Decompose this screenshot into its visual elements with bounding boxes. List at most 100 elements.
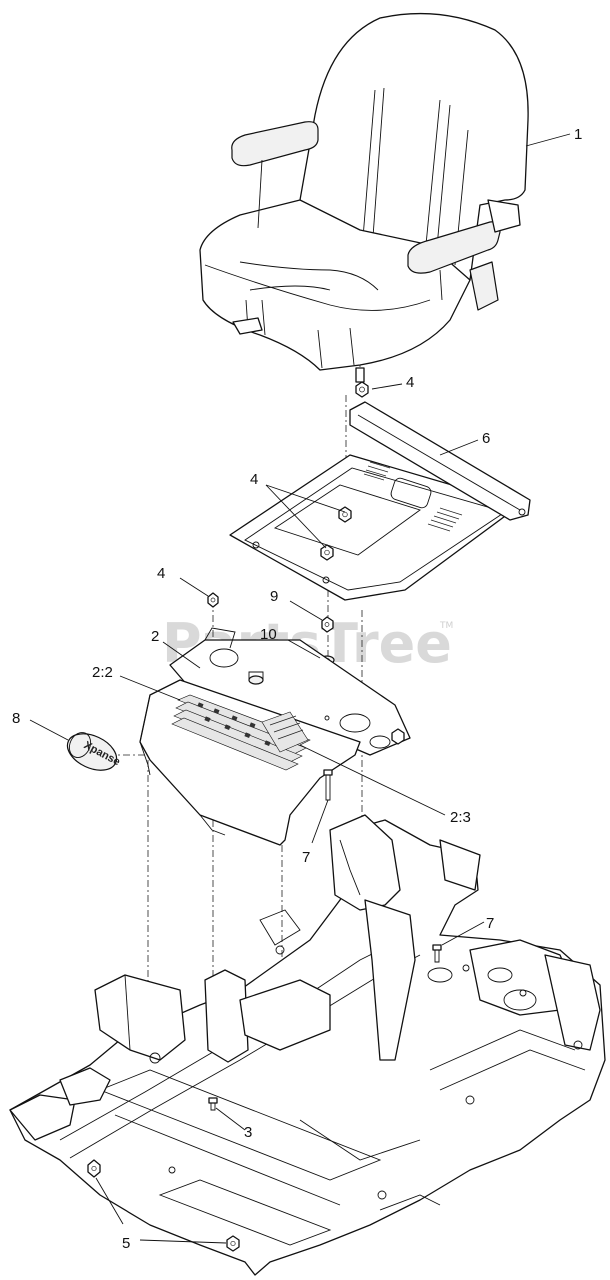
nut-4-plate-b bbox=[320, 544, 334, 561]
callout-2: 2 bbox=[151, 628, 159, 645]
nut-4-top bbox=[355, 381, 369, 398]
leader-5-right bbox=[139, 1239, 227, 1244]
frame-hole bbox=[275, 945, 285, 955]
frame-motor-port bbox=[487, 967, 513, 983]
frame-right-pivot bbox=[573, 1040, 583, 1050]
mounting-plate-vents bbox=[363, 461, 463, 532]
leader-5-left bbox=[95, 1177, 124, 1225]
mounting-plate-body bbox=[229, 454, 521, 601]
frame-lower-edge bbox=[379, 1194, 441, 1211]
frame-center-bracket bbox=[204, 969, 249, 1063]
callout-1: 1 bbox=[574, 126, 582, 143]
seat-left-armrest bbox=[231, 121, 319, 167]
frame-left-caster-arm bbox=[9, 1094, 76, 1141]
console-flange bbox=[199, 814, 226, 836]
leader-4-plate-b bbox=[265, 484, 327, 549]
nut-9 bbox=[321, 616, 334, 633]
frame-hole bbox=[377, 1190, 387, 1200]
console-edge bbox=[139, 694, 151, 743]
leader-7-console bbox=[311, 799, 329, 844]
seat-slide-tab bbox=[232, 317, 263, 335]
mounting-plate-inner bbox=[244, 467, 507, 591]
nut-icon bbox=[355, 381, 369, 398]
frame-steering-arm bbox=[364, 899, 416, 1061]
seat-backrest-seam bbox=[424, 99, 441, 256]
seat-right-armrest-post bbox=[439, 269, 443, 301]
mounting-plate-recess bbox=[273, 484, 421, 556]
callout-7: 7 bbox=[302, 849, 310, 866]
frame-right-tower bbox=[544, 954, 601, 1051]
leader-2 bbox=[162, 641, 201, 669]
seat-backrest-seam bbox=[361, 89, 376, 251]
frame-tab bbox=[259, 909, 301, 946]
seat-belt-buckle bbox=[469, 261, 499, 311]
callout-4: 4 bbox=[250, 471, 258, 488]
mounting-rail-bolt bbox=[518, 508, 526, 516]
frame-left-caster-mount bbox=[59, 1067, 111, 1106]
frame-bolt bbox=[462, 964, 470, 972]
seat-plate-hole bbox=[369, 735, 391, 749]
callout-4: 4 bbox=[406, 374, 414, 391]
badge-oval bbox=[66, 733, 118, 771]
leader-6 bbox=[439, 439, 479, 456]
leader-8 bbox=[29, 719, 69, 741]
callout-labels: 1 4 6 4 4 9 2 10 2:2 8 2:3 7 7 3 5 bbox=[12, 126, 582, 1252]
leader-2-2 bbox=[119, 675, 181, 701]
frame-left-pivot bbox=[149, 1052, 161, 1064]
leader-lines bbox=[29, 133, 571, 1244]
leader-2-3 bbox=[299, 744, 446, 816]
console-flange bbox=[139, 741, 151, 776]
leader-9 bbox=[289, 600, 323, 621]
frame-motor-port bbox=[427, 967, 453, 983]
mounting-plate-hole bbox=[322, 576, 330, 584]
leader-4-left bbox=[179, 577, 209, 597]
seat-plate-tab bbox=[204, 627, 236, 649]
frame-bolt bbox=[519, 989, 527, 997]
nut-hole bbox=[359, 386, 365, 393]
callout-9: 9 bbox=[270, 588, 278, 605]
frame-crossmember bbox=[98, 1069, 382, 1181]
nut-4-plate-a bbox=[338, 506, 352, 523]
seat-left-armrest-post bbox=[257, 159, 263, 229]
control-console bbox=[139, 679, 361, 846]
bolt-7-frame bbox=[432, 944, 442, 963]
callout-5: 5 bbox=[122, 1235, 130, 1252]
mounting-rail-edge bbox=[357, 414, 521, 511]
seat-plate-grommet-top bbox=[248, 671, 264, 680]
seat-stud bbox=[355, 367, 365, 383]
frame-pump-tower-edge bbox=[339, 839, 361, 896]
seat-cushion-contour bbox=[239, 261, 379, 291]
frame-pump-tower bbox=[329, 814, 401, 911]
watermark-trademark: TM bbox=[439, 621, 453, 631]
nut-5-right bbox=[226, 1235, 240, 1252]
leader-10 bbox=[287, 639, 321, 659]
callout-4: 4 bbox=[157, 565, 165, 582]
callout-3: 3 bbox=[244, 1124, 252, 1141]
seat-cushion-seam bbox=[317, 329, 323, 369]
frame-lower-arm bbox=[439, 1049, 586, 1091]
decal-2-3 bbox=[261, 711, 309, 753]
seat-cushion-seam bbox=[261, 299, 266, 336]
seat-right-armrest bbox=[407, 221, 501, 274]
frame-outline bbox=[9, 819, 606, 1276]
seat-cushion-edge bbox=[204, 264, 431, 311]
bolt-3 bbox=[208, 1097, 218, 1111]
frame-lower-arm bbox=[429, 1029, 576, 1071]
callout-2-3: 2:3 bbox=[450, 809, 471, 826]
leader-3 bbox=[215, 1107, 246, 1131]
xpanse-badge: Xpanse bbox=[66, 732, 122, 771]
mower-frame bbox=[9, 814, 606, 1276]
callout-8: 8 bbox=[12, 710, 20, 727]
frame-left-tower-edge bbox=[124, 974, 131, 1051]
leader-4-top bbox=[371, 383, 403, 390]
badge-x bbox=[68, 732, 92, 758]
frame-hole bbox=[168, 1166, 176, 1174]
frame-rear-bracket bbox=[439, 839, 481, 891]
callout-6: 6 bbox=[482, 430, 490, 447]
leader-7-frame bbox=[441, 921, 485, 946]
seat-side-bracket bbox=[487, 199, 521, 233]
leader-4-plate-a bbox=[265, 484, 346, 513]
frame-left-tower bbox=[94, 974, 186, 1061]
frame-pump-mount bbox=[239, 979, 331, 1051]
